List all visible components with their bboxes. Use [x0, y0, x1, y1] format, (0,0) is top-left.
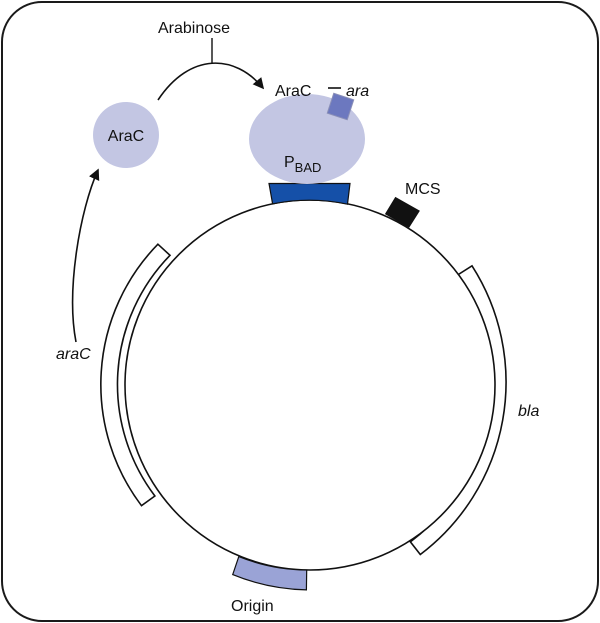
pbad-label-main: P — [284, 154, 295, 171]
mcs-block — [384, 196, 420, 228]
arac-free-label: AraC — [108, 128, 144, 145]
complex-protein-label: AraC — [275, 83, 311, 100]
arabinose-label: Arabinose — [158, 20, 230, 37]
pbad-label-sub: BAD — [295, 160, 322, 175]
bla-gene-label: bla — [518, 403, 539, 420]
origin-block — [231, 555, 308, 591]
plasmid-circle — [124, 199, 496, 571]
complex-ligand-label: ara — [346, 83, 369, 100]
arac-gene-segment — [100, 243, 172, 507]
pbad-label: PBAD — [284, 154, 321, 175]
mcs-label: MCS — [405, 181, 441, 198]
origin-label: Origin — [231, 598, 274, 615]
arabinose-square — [326, 92, 355, 121]
arac-gene-label: araC — [56, 346, 91, 363]
pbad-promoter-block — [268, 182, 351, 205]
arac-expression-arrow — [71, 168, 100, 343]
arac-protein-free — [93, 102, 159, 168]
